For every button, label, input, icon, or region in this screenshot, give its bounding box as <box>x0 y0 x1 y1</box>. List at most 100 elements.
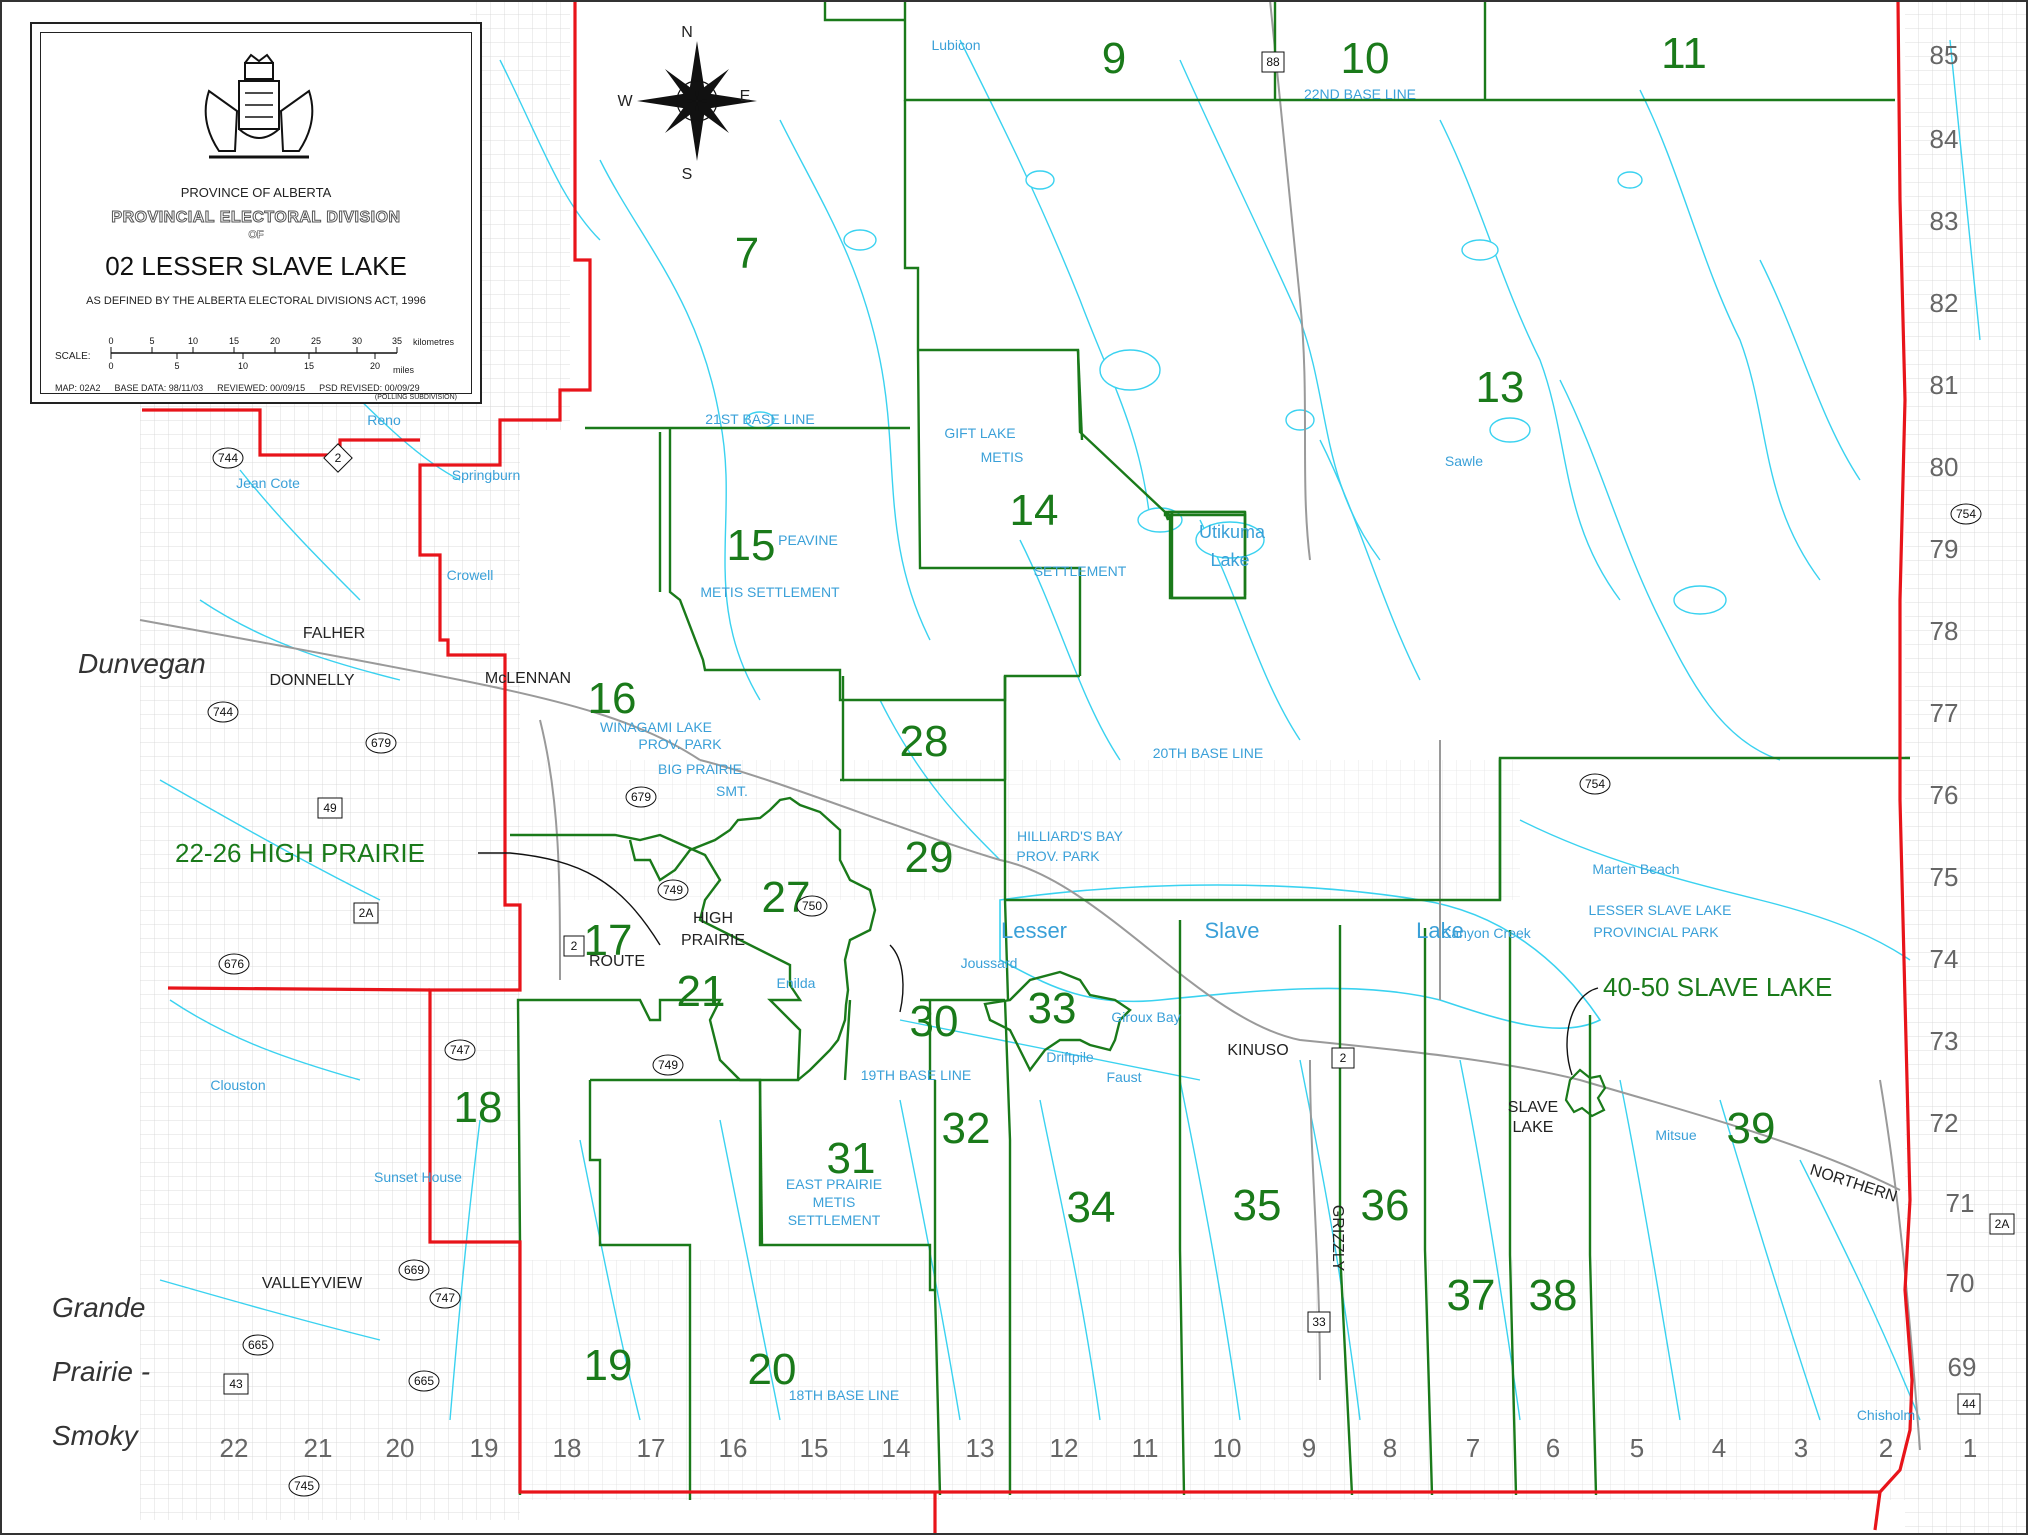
twp-81: 81 <box>1930 370 1959 400</box>
water-slave: Slave <box>1204 918 1259 943</box>
km-20: 20 <box>270 336 280 346</box>
hwy-43: 43 <box>223 1373 249 1395</box>
polling-note: (POLLING SUBDIVISION) <box>374 394 457 401</box>
rge-18: 18 <box>553 1433 582 1463</box>
psd-revised: PSD REVISED: 00/09/29 <box>319 383 420 393</box>
water-lake: Lake <box>1416 918 1464 943</box>
hwy-2-north: 2 <box>323 443 353 473</box>
hilliards-bay: HILLIARD'S BAY <box>1017 828 1124 844</box>
twp-82: 82 <box>1930 288 1959 318</box>
poll-35: 35 <box>1233 1181 1282 1230</box>
place-names: FALHER DONNELLY McLENNAN HIGH PRAIRIE RO… <box>262 625 1899 1292</box>
rge-1: 1 <box>1963 1433 1977 1463</box>
division-heading: PROVINCIAL ELECTORAL DIVISION <box>111 209 401 227</box>
poll-30: 30 <box>910 997 959 1046</box>
place-joussard: Joussard <box>961 955 1018 971</box>
highway-shields: 744 2 744 49 679 2A 676 747 669 665 43 7… <box>207 51 2015 1497</box>
poll-33-outline <box>983 970 1132 1073</box>
poll-13: 13 <box>1476 363 1525 412</box>
lesser-slave-lake-shore <box>999 884 1602 1030</box>
adjacent-dunvegan: Dunvegan <box>78 648 206 679</box>
division-name: 02 LESSER SLAVE LAKE <box>105 251 407 281</box>
poll-18: 18 <box>454 1083 503 1132</box>
twp-73: 73 <box>1930 1026 1959 1056</box>
svg-text:2: 2 <box>571 939 578 953</box>
svg-text:88: 88 <box>1266 55 1280 69</box>
of-label: OF <box>248 229 264 242</box>
rge-6: 6 <box>1546 1433 1560 1463</box>
svg-text:665: 665 <box>414 1374 434 1388</box>
svg-text:2: 2 <box>1340 1051 1347 1065</box>
poll-32: 32 <box>942 1104 991 1153</box>
poll-boundaries <box>510 0 1910 1500</box>
svg-text:749: 749 <box>658 1058 678 1072</box>
place-faust: Faust <box>1106 1069 1141 1085</box>
rge-14: 14 <box>882 1433 911 1463</box>
slave-lake-town-outline <box>1564 1068 1607 1118</box>
poll-39: 39 <box>1727 1104 1776 1153</box>
place-prairie: PRAIRIE <box>681 932 745 949</box>
hwy-679-west: 679 <box>365 732 397 754</box>
adjacent-gpsmoky-2: Prairie - <box>52 1356 150 1387</box>
rge-20: 20 <box>386 1433 415 1463</box>
poll-20: 20 <box>748 1345 797 1394</box>
svg-text:44: 44 <box>1962 1397 1976 1411</box>
big-prairie: BIG PRAIRIE <box>658 761 742 777</box>
mi-20: 20 <box>370 361 380 371</box>
base-line-18: 18TH BASE LINE <box>789 1387 900 1403</box>
hwy-750-south: 750 <box>796 895 828 917</box>
rge-17: 17 <box>637 1433 666 1463</box>
compass-w: W <box>617 93 633 110</box>
hwy-88-north: 88 <box>1261 51 1285 73</box>
poll-labels: 7 9 10 11 13 14 15 16 17 18 19 20 21 27 … <box>454 29 1776 1394</box>
svg-text:2A: 2A <box>359 906 374 920</box>
poll-9: 9 <box>1102 34 1126 83</box>
lakes <box>745 170 1727 615</box>
rge-13: 13 <box>966 1433 995 1463</box>
place-lake: LAKE <box>1513 1119 1554 1136</box>
poll-16: 16 <box>588 674 637 723</box>
twp-80: 80 <box>1930 452 1959 482</box>
adjacent-gpsmoky-3: Smoky <box>52 1420 140 1451</box>
range-numbers: 22 21 20 19 18 17 16 15 14 13 12 11 10 9… <box>220 1433 1978 1463</box>
springburn: Springburn <box>452 467 521 483</box>
big-prairie-smt: SMT. <box>716 783 748 799</box>
svg-text:747: 747 <box>435 1291 455 1305</box>
hwy-747-south: 747 <box>429 1287 461 1309</box>
jean-cote: Jean Cote <box>236 475 300 491</box>
poll-10: 10 <box>1341 34 1390 83</box>
place-driftpile: Driftpile <box>1046 1049 1094 1065</box>
lubicon: Lubicon <box>931 37 980 53</box>
grid-north-west <box>470 0 570 430</box>
poll-11: 11 <box>1661 29 1707 78</box>
poll-15: 15 <box>727 521 776 570</box>
hwy-747-north: 747 <box>444 1039 476 1061</box>
rge-7: 7 <box>1466 1433 1480 1463</box>
title-block: PROVINCE OF ALBERTA PROVINCIAL ELECTORAL… <box>30 22 482 404</box>
twp-74: 74 <box>1930 944 1959 974</box>
lake-utikuma-2: Lake <box>1210 550 1249 570</box>
lake-utikuma: Utikuma <box>1199 522 1266 542</box>
peavine: PEAVINE <box>778 532 838 548</box>
svg-text:747: 747 <box>450 1043 470 1057</box>
giroux-bay: Giroux Bay <box>1111 1009 1180 1025</box>
svg-text:754: 754 <box>1585 777 1605 791</box>
division-boundary-west <box>142 408 420 457</box>
act-label: AS DEFINED BY THE ALBERTA ELECTORAL DIVI… <box>86 295 426 307</box>
rge-9: 9 <box>1302 1433 1316 1463</box>
hwy-749-north: 749 <box>657 879 689 901</box>
svg-text:43: 43 <box>229 1377 243 1391</box>
km-5: 5 <box>149 336 154 346</box>
division-boundary-east-ext <box>1873 1491 1882 1531</box>
feature-names: 21ST BASE LINE 22ND BASE LINE 20TH BASE … <box>210 37 1915 1423</box>
hwy-665-west: 665 <box>242 1334 274 1356</box>
grid-south <box>520 1260 1920 1500</box>
place-route: ROUTE <box>589 953 645 970</box>
km-35: 35 <box>392 336 402 346</box>
base-line-21: 21ST BASE LINE <box>705 411 814 427</box>
hwy-745: 745 <box>288 1475 320 1497</box>
twp-85: 85 <box>1930 40 1959 70</box>
poll-34: 34 <box>1067 1183 1116 1232</box>
poll-36: 36 <box>1361 1181 1410 1230</box>
